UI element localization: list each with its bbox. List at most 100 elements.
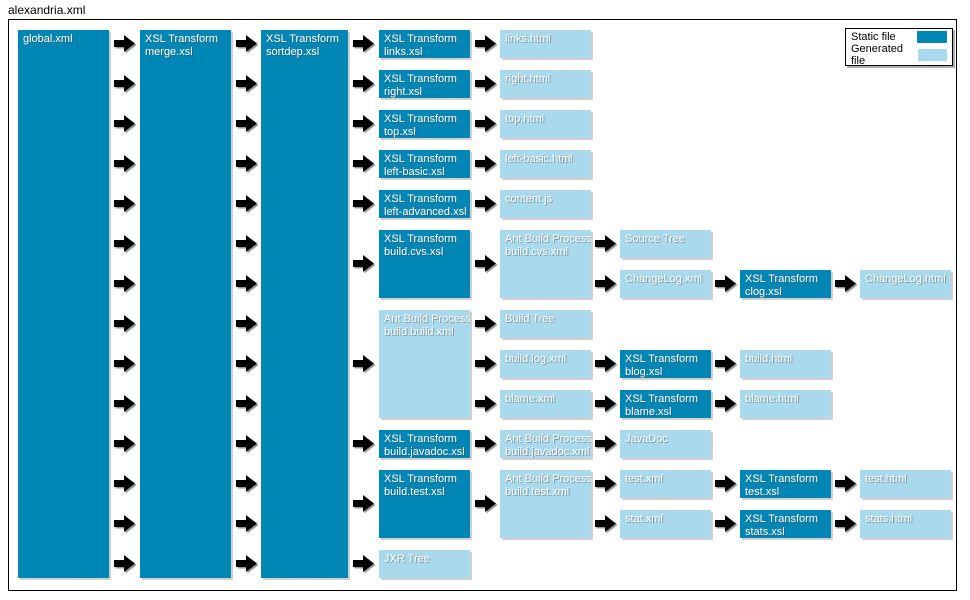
flow-arrow-icon (715, 274, 738, 295)
node-label-line: blame.xml (505, 393, 556, 405)
flow-arrow-icon (235, 474, 259, 495)
flow-arrow-icon (114, 234, 137, 255)
node-label-line: merge.xsl (145, 46, 193, 58)
node-top-html: top.html (500, 110, 591, 138)
node-label-line: Ant Build Process (505, 473, 591, 485)
node-label-line: right.html (505, 73, 551, 85)
node-label-line: Ant Build Process (505, 433, 591, 445)
flow-arrow-icon (353, 494, 376, 515)
flow-arrow-icon (595, 514, 618, 535)
node-label-line: XSL Transform (625, 393, 698, 405)
legend-generated-swatch (917, 49, 947, 61)
node-label-line: XSL Transform (384, 33, 457, 45)
node-label-line: build.javadoc.xsl (384, 446, 465, 458)
flow-arrow-icon (114, 434, 137, 455)
node-label-line: JXR Tree (384, 553, 430, 565)
flow-arrow-icon (595, 394, 618, 415)
node-stat-xml: stat.xml (620, 510, 711, 538)
node-label-line: test.xsl (745, 486, 780, 498)
flow-arrow-icon (114, 274, 137, 295)
node-label-line: build.build.xml (384, 326, 454, 338)
node-test-html: test.html (860, 470, 951, 498)
node-label-line: XSL Transform (384, 153, 457, 165)
flow-arrow-icon (114, 394, 137, 415)
node-changelog-html: ChangeLog.html (860, 270, 951, 298)
node-jxr-tree: JXR Tree (379, 550, 470, 578)
node-label-line: build.test.xsl (384, 486, 445, 498)
node-label-line: top.xsl (384, 126, 416, 138)
node-label-line: stats.html (865, 513, 913, 525)
node-label-line: top.html (505, 113, 545, 125)
flow-arrow-icon (235, 194, 259, 215)
flow-arrow-icon (474, 194, 498, 215)
node-label-line: left-basic.xsl (384, 166, 445, 178)
page-title: alexandria.xml (8, 3, 86, 17)
node-label-line: blame.html (745, 393, 799, 405)
flow-arrow-icon (235, 434, 259, 455)
flow-arrow-icon (114, 194, 137, 215)
flow-arrow-icon (595, 474, 618, 495)
node-source-tree: Source Tree (620, 230, 711, 258)
node-test-xml: test.xml (620, 470, 711, 498)
node-label-line: XSL Transform (384, 73, 457, 85)
flow-arrow-icon (353, 194, 376, 215)
legend-row-generated: Generated file (851, 43, 947, 67)
node-label-line: content.js (505, 193, 553, 205)
flow-arrow-icon (474, 154, 498, 175)
legend: Static file Generated file (845, 28, 953, 67)
flow-arrow-icon (235, 74, 259, 95)
node-label-line: XSL Transform (384, 193, 457, 205)
node-label-line: build.cvs.xml (505, 246, 568, 258)
flow-arrow-icon (474, 434, 498, 455)
node-label-line: XSL Transform (745, 273, 818, 285)
flow-arrow-icon (235, 314, 259, 335)
node-label-line: XSL Transform (266, 33, 339, 45)
flow-arrow-icon (474, 254, 498, 275)
legend-generated-label: Generated file (851, 43, 903, 67)
flow-arrow-icon (235, 114, 259, 135)
node-label-line: JavaDoc (625, 433, 668, 445)
flow-arrow-icon (835, 514, 858, 535)
flow-arrow-icon (114, 474, 137, 495)
node-links-html: links.html (500, 30, 591, 58)
flow-arrow-icon (353, 114, 376, 135)
node-label-line: blog.xsl (625, 366, 663, 378)
flow-arrow-icon (235, 554, 259, 575)
node-label-line: Build Tree (505, 313, 555, 325)
flow-arrow-icon (715, 474, 738, 495)
node-label-line: sortdep.xsl (266, 46, 320, 58)
node-blame-html: blame.html (740, 390, 831, 418)
flow-arrow-icon (114, 514, 137, 535)
node-label-line: XSL Transform (745, 473, 818, 485)
flow-arrow-icon (114, 74, 137, 95)
node-build-html: build.html (740, 350, 831, 378)
flow-arrow-icon (114, 314, 137, 335)
node-build-log-xml: build.log.xml (500, 350, 591, 378)
flow-arrow-icon (474, 34, 498, 55)
flow-arrow-icon (595, 434, 618, 455)
node-label-line: left-basic.html (505, 153, 573, 165)
flow-arrow-icon (715, 514, 738, 535)
flow-arrow-icon (235, 514, 259, 535)
node-label-line: build.cvs.xsl (384, 246, 444, 258)
flow-arrow-icon (353, 554, 376, 575)
node-label-line: clog.xsl (745, 286, 782, 298)
node-label-line: XSL Transform (384, 113, 457, 125)
node-changelog-xml: ChangeLog.xml (620, 270, 711, 298)
legend-row-static: Static file (851, 31, 947, 43)
node-label-line: build.html (745, 353, 793, 365)
